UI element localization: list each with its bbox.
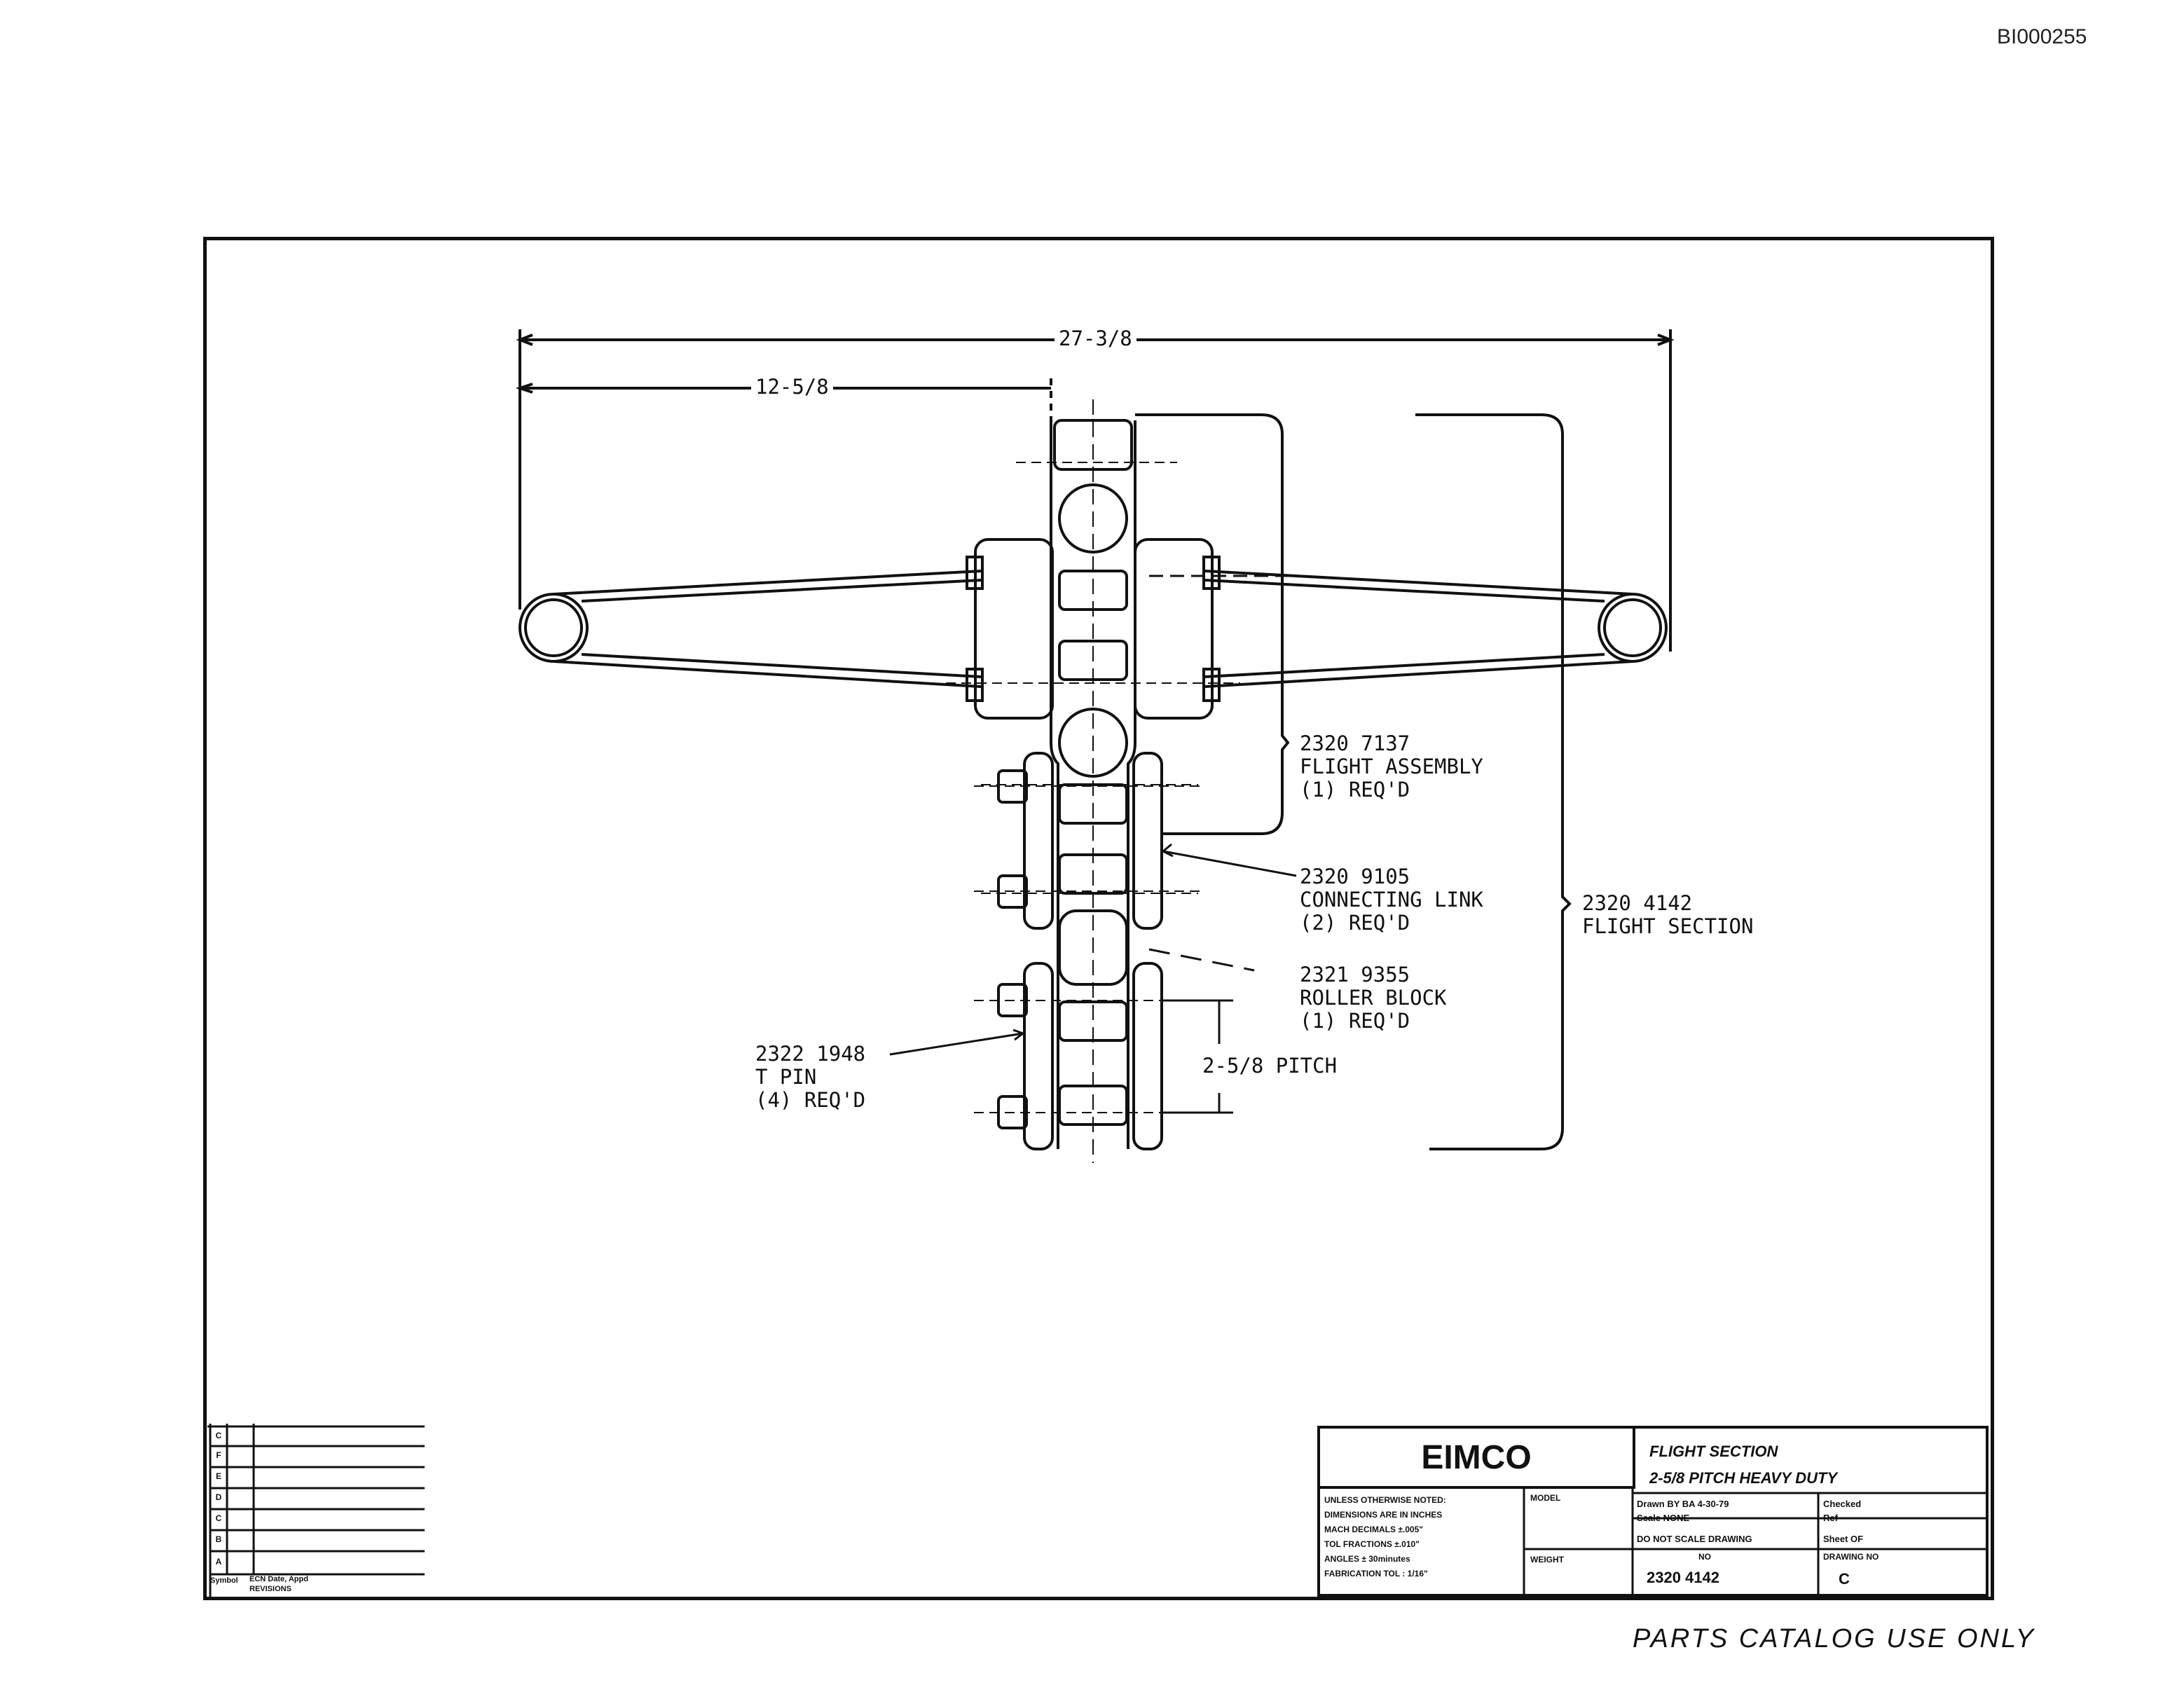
note-line: TOL FRACTIONS ±.010" [1324,1539,1420,1549]
callout-name: FLIGHT ASSEMBLY [1300,755,1483,778]
no-label: NO [1698,1552,1711,1562]
checked-by: Checked [1823,1499,1862,1509]
callout-name: CONNECTING LINK [1300,888,1483,912]
bracket-flight-section [1415,413,1572,1150]
weight-label: WEIGHT [1530,1555,1564,1564]
dimension-half-label: 12-5/8 [751,375,833,399]
revision-letter: A [215,1557,222,1567]
callout-part-number: 2321 9355 [1300,963,1410,986]
dimension-pitch-label: 2-5/8 PITCH [1202,1054,1338,1078]
revision-letter: B [215,1534,222,1544]
ref: Ref [1823,1513,1838,1523]
sheet: Sheet OF [1823,1534,1864,1544]
callout-part-number: 2320 9105 [1300,865,1410,888]
drawing-title-line1: FLIGHT SECTION [1649,1443,1778,1460]
flight-arm-left [518,570,982,688]
revision-caption-sub: ECN Date, Appd [249,1575,308,1583]
note-line: UNLESS OTHERWISE NOTED: [1324,1495,1446,1505]
callout-part-number: 2320 7137 [1300,731,1410,755]
bracket-flight-assembly [1135,413,1290,835]
revision-letter: D [215,1492,222,1502]
flight-arm-right [1204,570,1668,688]
title-block: EIMCO FLIGHT SECTION 2-5/8 PITCH HEAVY D… [1317,1426,1989,1597]
note-line: FABRICATION TOL : 1/16" [1324,1569,1428,1579]
tolerance-notes: UNLESS OTHERWISE NOTED: DIMENSIONS ARE I… [1324,1493,1520,1581]
revision-block: C F E D C B A Symbol ECN Date, Appd REVI… [207,1424,425,1597]
note-line: DIMENSIONS ARE IN INCHES [1324,1510,1443,1520]
note-line: ANGLES ± 30minutes [1324,1554,1410,1564]
company-logo: EIMCO [1320,1429,1635,1489]
callout-name: ROLLER BLOCK [1300,986,1447,1010]
document-id: BI000255 [1997,25,2087,48]
revision-letter: E [215,1471,221,1481]
revision-letter: C [215,1431,222,1440]
dimension-overall-label: 27-3/8 [1055,326,1136,350]
connecting-link-plates [1023,752,1163,1150]
leader-lines [889,575,1303,1056]
callout-name: T PIN [755,1065,817,1089]
revision-letter: C [215,1513,222,1523]
part-number: 2320 4142 [1647,1569,1719,1586]
footer-note: PARTS CATALOG USE ONLY [1633,1624,2035,1653]
title-block-grid [1523,1486,1989,1597]
callout-qty: (4) REQ'D [755,1088,866,1112]
scale: Scale NONE [1637,1513,1690,1523]
callout-qty: (2) REQ'D [1300,911,1410,935]
callout-qty: (1) REQ'D [1300,1009,1410,1033]
revision-letter: C [1839,1570,1850,1588]
dimension-pitch [1163,999,1233,1114]
drawn-by: Drawn BY BA 4-30-79 [1637,1499,1729,1509]
revision-symbol-label: Symbol [210,1576,238,1585]
callout-part-number: 2320 4142 [1582,891,1693,915]
callout-part-number: 2322 1948 [755,1042,866,1066]
note-line: MACH DECIMALS ±.005" [1324,1525,1423,1534]
drawing-title-line2: 2-5/8 PITCH HEAVY DUTY [1649,1469,1838,1487]
revision-grid [207,1424,425,1597]
drawing-no-label: DRAWING NO [1823,1552,1879,1562]
do-not-scale: DO NOT SCALE DRAWING [1637,1534,1752,1544]
callout-qty: (1) REQ'D [1300,778,1410,802]
drawing-frame [203,237,1994,1600]
chain-center [946,399,1240,1163]
model-label: MODEL [1530,1493,1561,1503]
revision-caption: REVISIONS [249,1585,291,1593]
callout-name: FLIGHT SECTION [1582,914,1754,938]
revision-letter: F [216,1450,221,1460]
dimension-overall [516,329,1675,652]
